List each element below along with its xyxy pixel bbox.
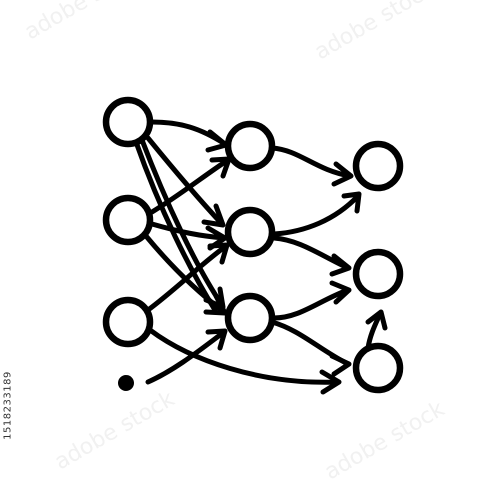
edge-hidden2-output2	[271, 235, 351, 271]
edge-group	[133, 119, 388, 395]
input-node	[102, 296, 154, 348]
edge-input2-hidden1	[149, 157, 231, 215]
arrowhead	[365, 309, 388, 331]
hidden-node	[224, 292, 276, 344]
arrowhead	[205, 328, 228, 351]
edge-hidden1-output1	[269, 145, 353, 179]
edge-bias-hidden3	[145, 329, 227, 385]
input-node	[102, 194, 154, 246]
edge-input2-hidden3	[143, 233, 227, 315]
edge-input2-hidden2	[149, 221, 227, 241]
input-node	[102, 96, 154, 148]
arrowhead	[201, 203, 226, 228]
bias-dot	[118, 375, 134, 391]
output-node	[352, 140, 404, 192]
edge-input3-hidden2	[145, 243, 229, 313]
edge-input1-hidden2	[145, 135, 225, 227]
arrowhead	[329, 280, 352, 305]
edge-input3-output3	[147, 327, 341, 385]
arrowhead	[319, 369, 342, 395]
node-group	[102, 96, 404, 394]
arrowhead	[331, 161, 354, 187]
output-node	[352, 342, 404, 394]
arrowhead	[341, 191, 362, 214]
arrowhead	[329, 253, 352, 277]
image-id-text: 1518233189	[2, 371, 14, 440]
arrowhead	[203, 293, 228, 316]
hidden-node	[224, 206, 276, 258]
hidden-node	[224, 120, 276, 172]
edge-hidden2-output1	[271, 193, 361, 237]
arrowhead	[329, 353, 352, 377]
output-node	[352, 248, 404, 300]
arrowhead	[207, 242, 230, 265]
edge-hidden3-output2	[271, 287, 351, 321]
